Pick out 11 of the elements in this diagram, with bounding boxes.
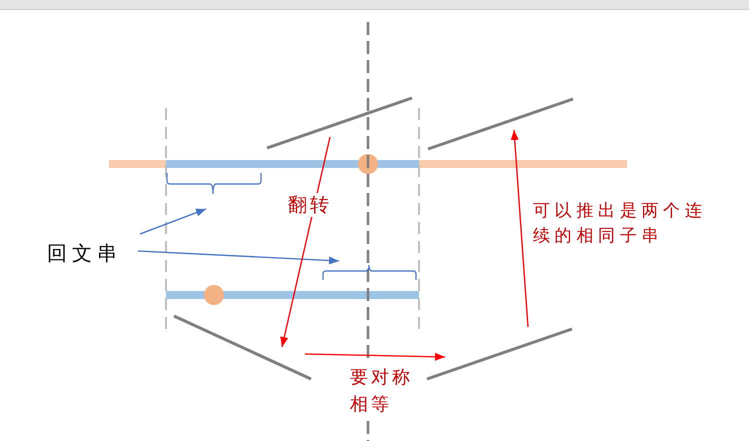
arrow [304, 352, 446, 361]
arrow [510, 130, 529, 328]
slanted-line [265, 96, 414, 150]
node-label: 回文串 [47, 238, 122, 268]
slanted-line [425, 327, 574, 381]
arrow [140, 208, 206, 235]
curly-bracket [166, 172, 262, 195]
slanted-line [172, 314, 313, 381]
slanted-line [426, 97, 575, 151]
curly-bracket [322, 264, 417, 281]
arrow [138, 250, 340, 264]
